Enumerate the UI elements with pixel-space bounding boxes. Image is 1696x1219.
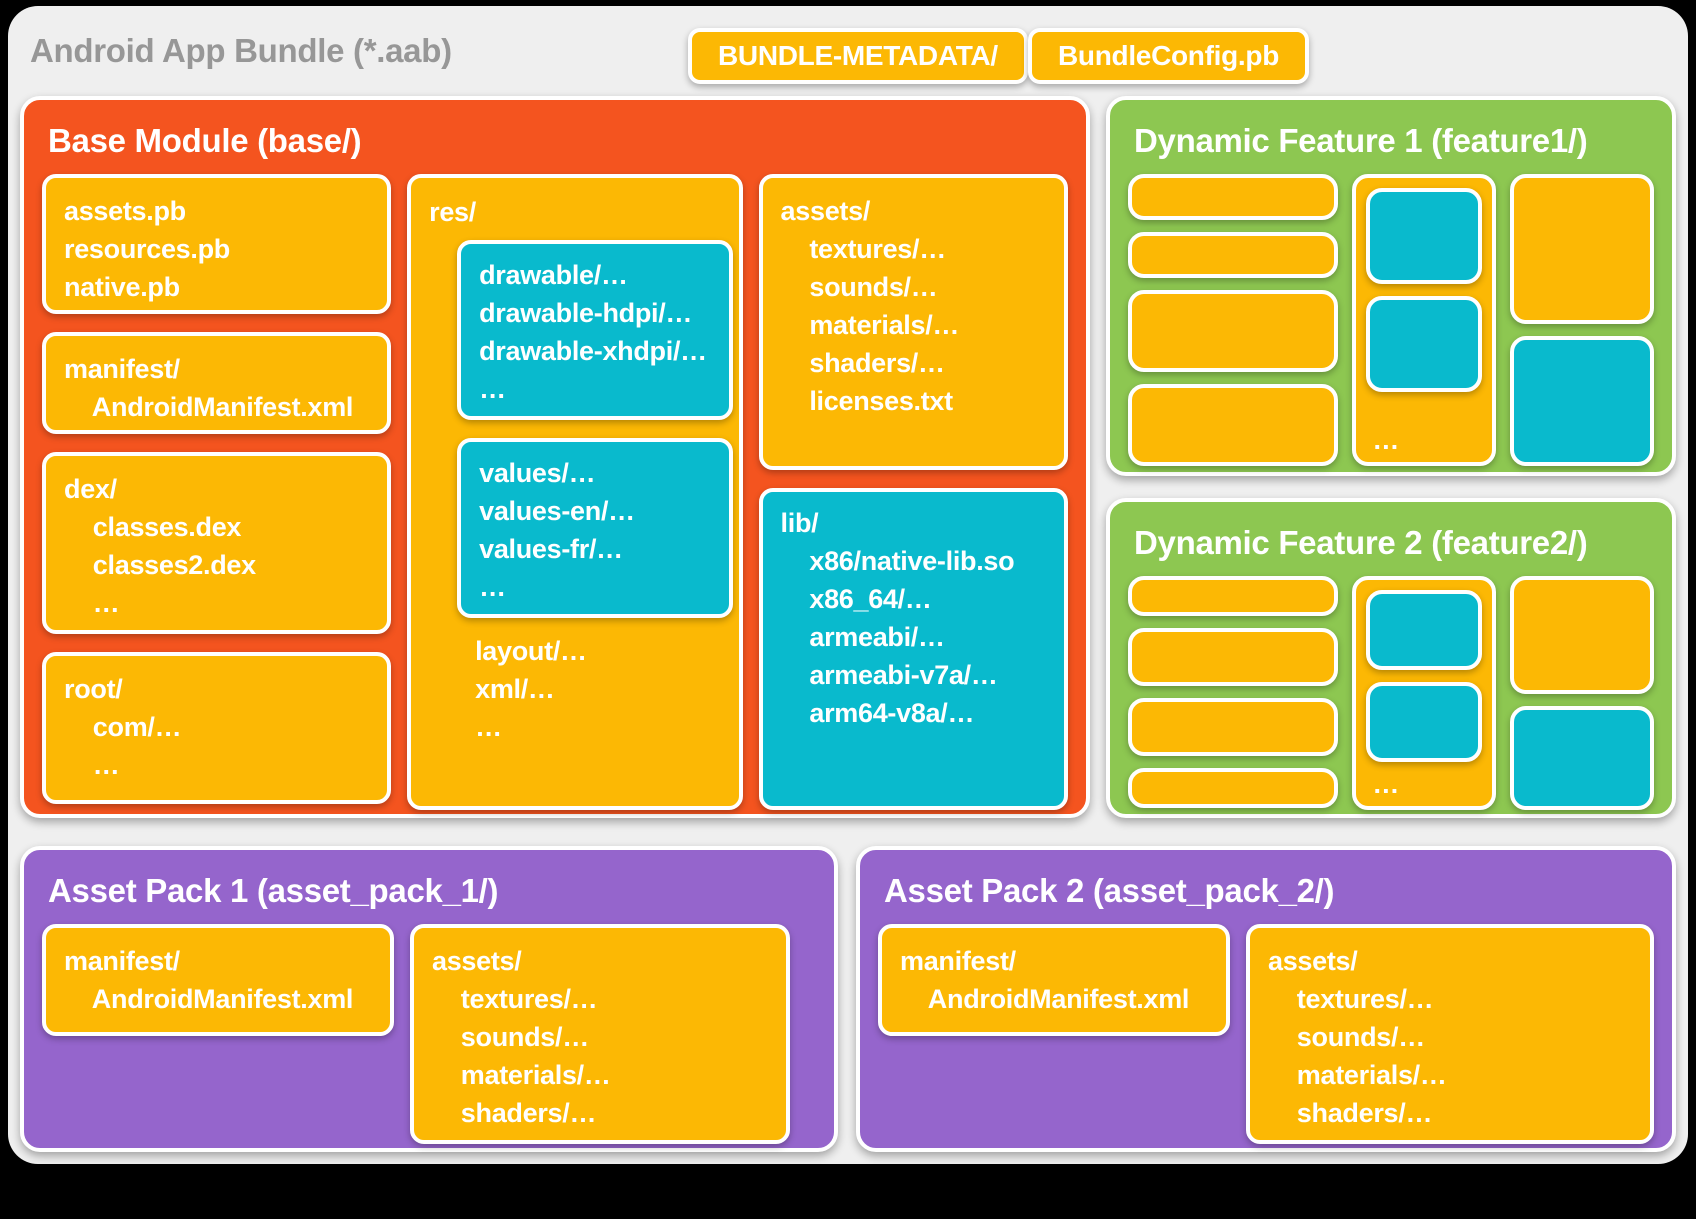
base-column-3: assets/ textures/… sounds/… materials/… … <box>758 174 1068 810</box>
asset-pack-2-panel: Asset Pack 2 (asset_pack_2/) manifest/ A… <box>856 846 1676 1152</box>
drawable-box: drawable/…drawable-hdpi/…drawable-xhdpi/… <box>457 240 733 420</box>
dynamic-feature-2-panel: Dynamic Feature 2 (feature2/) … <box>1106 498 1676 818</box>
feature-file-box <box>1510 576 1655 694</box>
feature-res-subbox <box>1366 682 1483 762</box>
feature-file-box <box>1128 628 1339 686</box>
feature-file-box <box>1128 384 1339 466</box>
dex-file-box: dex/ classes.dex classes2.dex … <box>42 452 392 634</box>
bundle-metadata-badge: BUNDLE-METADATA/ <box>688 28 1028 84</box>
feature-file-box <box>1510 174 1655 324</box>
feature-column-1 <box>1128 174 1339 466</box>
assets-folder-box: assets/ textures/… sounds/… materials/… … <box>758 174 1068 470</box>
feature-res-box: … <box>1352 174 1497 466</box>
feature-res-subbox <box>1366 188 1483 284</box>
asset-pack-2-title: Asset Pack 2 (asset_pack_2/) <box>884 872 1335 909</box>
feature-lib-box <box>1510 706 1655 810</box>
feature-file-box <box>1128 576 1339 616</box>
asset-pack-1-panel: Asset Pack 1 (asset_pack_1/) manifest/ A… <box>20 846 838 1152</box>
feature-more-ellipsis: … <box>1372 425 1400 455</box>
feature-file-box <box>1128 232 1339 278</box>
lib-folder-box: lib/ x86/native-lib.so x86_64/… armeabi/… <box>758 488 1068 810</box>
feature-lib-box <box>1510 336 1655 466</box>
asset-pack-1-content: manifest/ AndroidManifest.xml assets/ te… <box>42 924 816 1144</box>
dynamic-feature-1-title: Dynamic Feature 1 (feature1/) <box>1134 122 1588 159</box>
res-folder-box: res/ drawable/…drawable-hdpi/…drawable-x… <box>407 174 743 810</box>
dynamic-feature-2-title: Dynamic Feature 2 (feature2/) <box>1134 524 1588 561</box>
values-box: values/…values-en/…values-fr/…… <box>457 438 733 618</box>
feature-column-3 <box>1510 576 1655 810</box>
root-file-box: root/ com/… … <box>42 652 392 804</box>
feature-file-box <box>1128 698 1339 756</box>
res-label: res/ <box>429 197 476 227</box>
bundle-config-badge: BundleConfig.pb <box>1028 28 1310 84</box>
feature-more-ellipsis: … <box>1372 769 1400 799</box>
dynamic-feature-2-content: … <box>1128 576 1655 810</box>
asset-pack-manifest-box: manifest/ AndroidManifest.xml <box>42 924 394 1036</box>
feature-file-box <box>1128 768 1339 808</box>
asset-pack-1-title: Asset Pack 1 (asset_pack_1/) <box>48 872 499 909</box>
base-module-title: Base Module (base/) <box>48 122 362 159</box>
page-title: Android App Bundle (*.aab) <box>30 32 452 69</box>
feature-column-1 <box>1128 576 1339 810</box>
feature-res-box: … <box>1352 576 1497 810</box>
asset-pack-manifest-box: manifest/ AndroidManifest.xml <box>878 924 1230 1036</box>
asset-pack-2-content: manifest/ AndroidManifest.xml assets/ te… <box>878 924 1654 1144</box>
asset-pack-assets-box: assets/ textures/… sounds/… materials/… … <box>410 924 790 1144</box>
asset-pack-assets-box: assets/ textures/… sounds/… materials/… … <box>1246 924 1654 1144</box>
manifest-file-box: manifest/ AndroidManifest.xml <box>42 332 392 434</box>
feature-res-subbox <box>1366 296 1483 392</box>
feature-res-subbox <box>1366 590 1483 670</box>
dynamic-feature-1-panel: Dynamic Feature 1 (feature1/) … <box>1106 96 1676 476</box>
feature-column-3 <box>1510 174 1655 466</box>
feature-file-box <box>1128 174 1339 220</box>
feature-file-box <box>1128 290 1339 372</box>
dynamic-feature-1-content: … <box>1128 174 1655 466</box>
res-extra-lines: layout/…xml/…… <box>475 636 587 742</box>
